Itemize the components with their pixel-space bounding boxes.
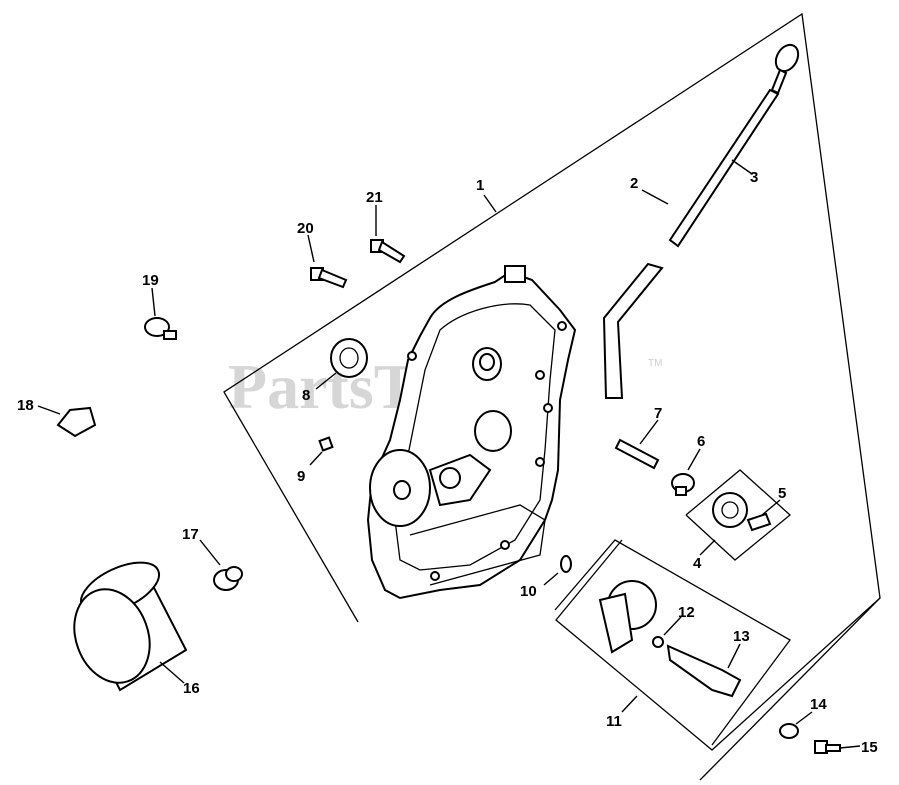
bolt-15 bbox=[814, 740, 841, 754]
leader-9 bbox=[309, 451, 323, 466]
o-ring-10 bbox=[560, 555, 572, 573]
leader-7 bbox=[639, 419, 659, 445]
leader-11 bbox=[621, 695, 638, 713]
leader-16 bbox=[159, 661, 185, 684]
leader-10 bbox=[543, 572, 559, 586]
assembly-outline-lower bbox=[699, 597, 881, 781]
gear-group-box bbox=[685, 469, 791, 561]
callout-12: 12 bbox=[678, 604, 695, 621]
leader-14 bbox=[795, 711, 813, 725]
oil-seal bbox=[330, 338, 368, 378]
fitting-9 bbox=[318, 436, 334, 452]
callout-2: 2 bbox=[630, 175, 638, 192]
leader-15 bbox=[839, 745, 861, 749]
leader-8 bbox=[315, 372, 337, 390]
callout-20: 20 bbox=[297, 220, 314, 237]
elbow-18 bbox=[56, 406, 97, 438]
callout-9: 9 bbox=[297, 468, 305, 485]
callout-3: 3 bbox=[750, 169, 758, 186]
leader-17 bbox=[199, 539, 221, 566]
leader-6 bbox=[687, 448, 701, 471]
callout-16: 16 bbox=[183, 680, 200, 697]
callout-5: 5 bbox=[778, 485, 786, 502]
callout-4: 4 bbox=[693, 555, 702, 572]
callout-10: 10 bbox=[520, 583, 537, 600]
washer-6 bbox=[671, 473, 695, 496]
callout-1: 1 bbox=[476, 177, 484, 194]
pump-group-box bbox=[554, 539, 791, 746]
leader-1 bbox=[483, 194, 497, 213]
leader-19 bbox=[151, 287, 156, 317]
bolt-20 bbox=[310, 267, 348, 289]
callout-21: 21 bbox=[366, 189, 383, 206]
leader-13 bbox=[727, 643, 741, 669]
leader-20 bbox=[307, 234, 315, 263]
leader-3 bbox=[731, 159, 753, 175]
callout-13: 13 bbox=[733, 628, 750, 645]
callout-19: 19 bbox=[142, 272, 159, 289]
leader-4 bbox=[699, 539, 716, 556]
callout-8: 8 bbox=[302, 387, 310, 404]
watermark-tm: TM bbox=[648, 358, 662, 369]
gear-shaft bbox=[746, 512, 772, 532]
callout-15: 15 bbox=[861, 739, 878, 756]
oil-filter bbox=[73, 561, 188, 692]
callout-14: 14 bbox=[810, 696, 827, 713]
callout-7: 7 bbox=[654, 405, 662, 422]
leader-2 bbox=[641, 189, 669, 205]
oil-pump-assembly bbox=[598, 580, 742, 698]
washer-14 bbox=[779, 723, 799, 739]
leader-12 bbox=[663, 616, 682, 636]
leader-5 bbox=[761, 499, 781, 516]
callout-17: 17 bbox=[182, 526, 199, 543]
dipstick-tube bbox=[602, 88, 780, 399]
bolt-21 bbox=[370, 239, 406, 264]
governor-gear bbox=[712, 492, 748, 528]
dowel-pin bbox=[614, 438, 660, 470]
callout-18: 18 bbox=[17, 397, 34, 414]
fitting-17 bbox=[213, 566, 243, 591]
sensor-19 bbox=[144, 317, 177, 340]
dipstick bbox=[770, 43, 800, 95]
crankcase-cover bbox=[366, 265, 577, 600]
callout-11: 11 bbox=[606, 713, 622, 730]
callout-6: 6 bbox=[697, 433, 705, 450]
leader-18 bbox=[37, 405, 61, 415]
